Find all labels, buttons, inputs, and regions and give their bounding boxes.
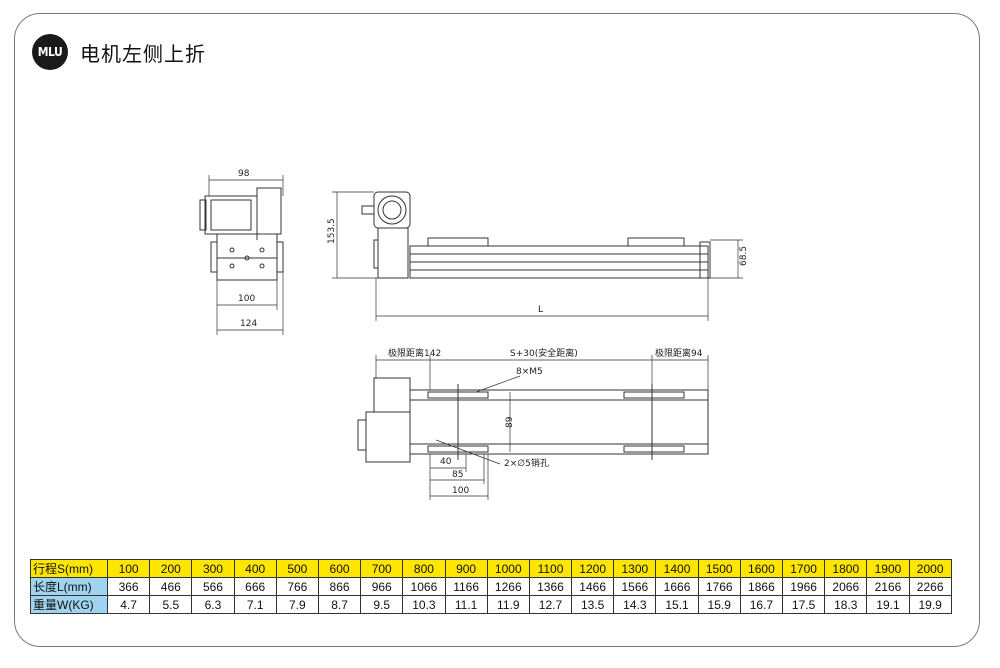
- weight-cell: 15.1: [655, 595, 699, 614]
- length-cell: 466: [149, 577, 193, 596]
- front-view: [332, 191, 743, 321]
- weight-cell: 6.3: [191, 595, 235, 614]
- weight-cell: 7.9: [275, 595, 319, 614]
- stroke-cell: 1600: [739, 559, 784, 578]
- dim-side-width: 98: [238, 169, 250, 179]
- stroke-cell: 1000: [486, 559, 530, 578]
- stroke-cell: 1900: [866, 559, 910, 578]
- stroke-cell: 1300: [613, 559, 657, 578]
- length-cell: 1166: [444, 577, 488, 596]
- weight-cell: 4.7: [106, 595, 151, 614]
- dim-side-total: 124: [240, 319, 257, 329]
- dim-front-right-height: 68.5: [739, 246, 749, 266]
- stroke-cell: 600: [317, 559, 362, 578]
- length-cell: 1566: [613, 577, 657, 596]
- weight-cell: 7.1: [233, 595, 277, 614]
- length-cell: 666: [233, 577, 277, 596]
- length-cell: 866: [317, 577, 362, 596]
- length-cell: 1266: [486, 577, 530, 596]
- weight-cell: 19.9: [908, 595, 952, 614]
- length-cell: 1966: [781, 577, 826, 596]
- length-cell: 966: [360, 577, 404, 596]
- page-frame: [14, 13, 980, 647]
- dim-holes-m5: 8×M5: [516, 367, 543, 377]
- dim-85: 85: [452, 470, 463, 480]
- weight-cell: 13.5: [571, 595, 615, 614]
- stroke-cell: 1500: [697, 559, 741, 578]
- weight-cell: 5.5: [149, 595, 193, 614]
- weight-cell: 11.1: [444, 595, 488, 614]
- length-cell: 1466: [571, 577, 615, 596]
- stroke-cell: 900: [444, 559, 488, 578]
- weight-cell: 14.3: [613, 595, 657, 614]
- stroke-label: 行程S(mm): [30, 559, 108, 578]
- dim-height-89: 89: [505, 416, 515, 428]
- weight-cell: 17.5: [781, 595, 826, 614]
- stroke-row: 行程S(mm) 100 200 300 400 500 600 700 800 …: [30, 559, 952, 578]
- stroke-cell: 1100: [528, 559, 573, 578]
- weight-cell: 16.7: [739, 595, 784, 614]
- weight-cell: 18.3: [824, 595, 868, 614]
- weight-row: 重量W(KG) 4.7 5.5 6.3 7.1 7.9 8.7 9.5 10.3…: [30, 595, 952, 614]
- weight-cell: 10.3: [402, 595, 446, 614]
- stroke-cell: 700: [360, 559, 404, 578]
- dim-100: 100: [452, 486, 469, 496]
- dim-stroke-safe: S+30(安全距离): [510, 347, 578, 359]
- length-cell: 1866: [739, 577, 784, 596]
- dim-front-height: 153.5: [327, 218, 337, 244]
- length-cell: 566: [191, 577, 235, 596]
- dim-pin-holes: 2×∅5销孔: [504, 457, 549, 469]
- length-cell: 766: [275, 577, 319, 596]
- length-cell: 1666: [655, 577, 699, 596]
- length-cell: 1066: [402, 577, 446, 596]
- model-badge: MLU: [32, 34, 68, 70]
- weight-label: 重量W(KG): [30, 595, 108, 614]
- length-cell: 2066: [824, 577, 868, 596]
- length-cell: 2166: [866, 577, 910, 596]
- length-cell: 1366: [528, 577, 573, 596]
- dim-40: 40: [440, 457, 452, 467]
- stroke-cell: 100: [106, 559, 151, 578]
- stroke-cell: 1400: [655, 559, 699, 578]
- length-row: 长度L(mm) 366 466 566 666 766 866 966 1066…: [30, 577, 952, 596]
- page-title: 电机左侧上折: [80, 42, 206, 66]
- stroke-cell: 1800: [824, 559, 868, 578]
- length-label: 长度L(mm): [30, 577, 108, 596]
- side-view: [199, 175, 284, 335]
- stroke-cell: 500: [275, 559, 319, 578]
- dim-length: L: [538, 305, 543, 315]
- weight-cell: 11.9: [486, 595, 530, 614]
- stroke-cell: 200: [149, 559, 193, 578]
- weight-cell: 12.7: [528, 595, 573, 614]
- weight-cell: 15.9: [697, 595, 741, 614]
- stroke-cell: 1200: [571, 559, 615, 578]
- stroke-cell: 300: [191, 559, 235, 578]
- length-cell: 1766: [697, 577, 741, 596]
- stroke-cell: 2000: [908, 559, 952, 578]
- stroke-cell: 400: [233, 559, 277, 578]
- stroke-cell: 1700: [781, 559, 826, 578]
- stroke-cell: 800: [402, 559, 446, 578]
- weight-cell: 19.1: [866, 595, 910, 614]
- dim-limit-left: 极限距离142: [388, 347, 441, 359]
- dim-side-base: 100: [238, 294, 255, 304]
- length-cell: 2266: [908, 577, 952, 596]
- top-view: [357, 355, 709, 500]
- spec-table: 行程S(mm) 100 200 300 400 500 600 700 800 …: [30, 559, 952, 614]
- dim-limit-right: 极限距离94: [655, 347, 703, 359]
- length-cell: 366: [106, 577, 151, 596]
- weight-cell: 8.7: [317, 595, 362, 614]
- weight-cell: 9.5: [360, 595, 404, 614]
